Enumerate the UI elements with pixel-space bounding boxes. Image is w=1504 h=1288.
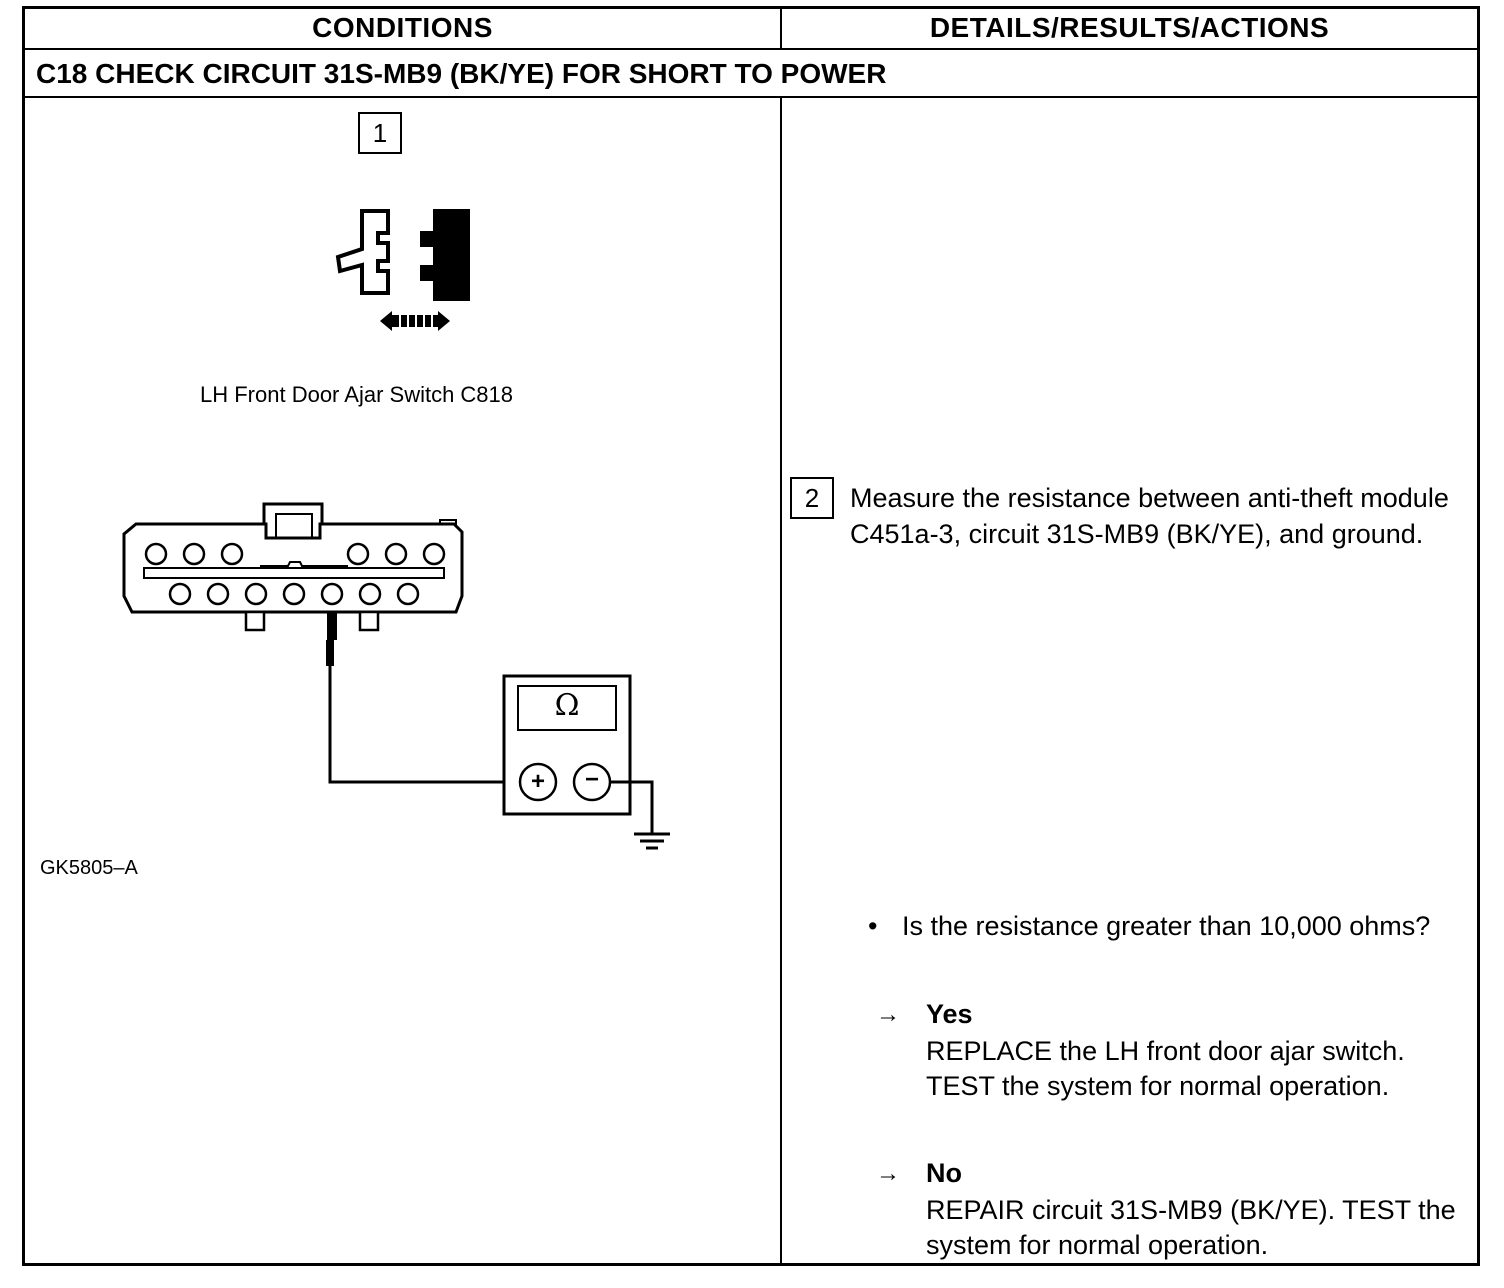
step1-number-box: 1: [358, 112, 402, 154]
meter-plus-terminal: +: [530, 768, 545, 795]
header-column-divider: [780, 6, 782, 50]
disconnect-connector-icon: [335, 209, 470, 331]
procedure-table: [22, 6, 1480, 1266]
ohmmeter-circuit: [326, 640, 670, 850]
answer-yes-label: Yes: [926, 999, 973, 1029]
figure-id: GK5805–A: [40, 857, 138, 879]
step-title: C18 CHECK CIRCUIT 31S-MB9 (BK/YE) FOR SH…: [36, 58, 887, 89]
conditions-header: CONDITIONS: [312, 12, 493, 43]
answer-no-label: No: [926, 1158, 962, 1188]
connector-c818-diagram: [122, 502, 464, 640]
step2-instruction: Measure the resistance between anti-thef…: [850, 483, 1449, 549]
arrow-right-icon: →: [876, 1160, 900, 1187]
question-text: Is the resistance greater than 10,000 oh…: [902, 911, 1431, 941]
answer-yes-text: REPLACE the LH front door ajar switch. T…: [926, 1036, 1405, 1101]
meter-minus-terminal: −: [584, 766, 599, 793]
bullet: •: [868, 911, 878, 941]
step2-number-box: 2: [790, 477, 834, 519]
body-column-divider: [780, 96, 782, 1266]
answer-no-text: REPAIR circuit 31S-MB9 (BK/YE). TEST the…: [926, 1195, 1456, 1260]
switch-caption: LH Front Door Ajar Switch C818: [200, 382, 514, 407]
arrow-right-icon: →: [876, 1001, 900, 1028]
title-divider: [22, 96, 1480, 98]
header-divider: [22, 48, 1480, 50]
details-header: DETAILS/RESULTS/ACTIONS: [929, 12, 1330, 43]
ohm-symbol: Ω: [554, 688, 580, 723]
